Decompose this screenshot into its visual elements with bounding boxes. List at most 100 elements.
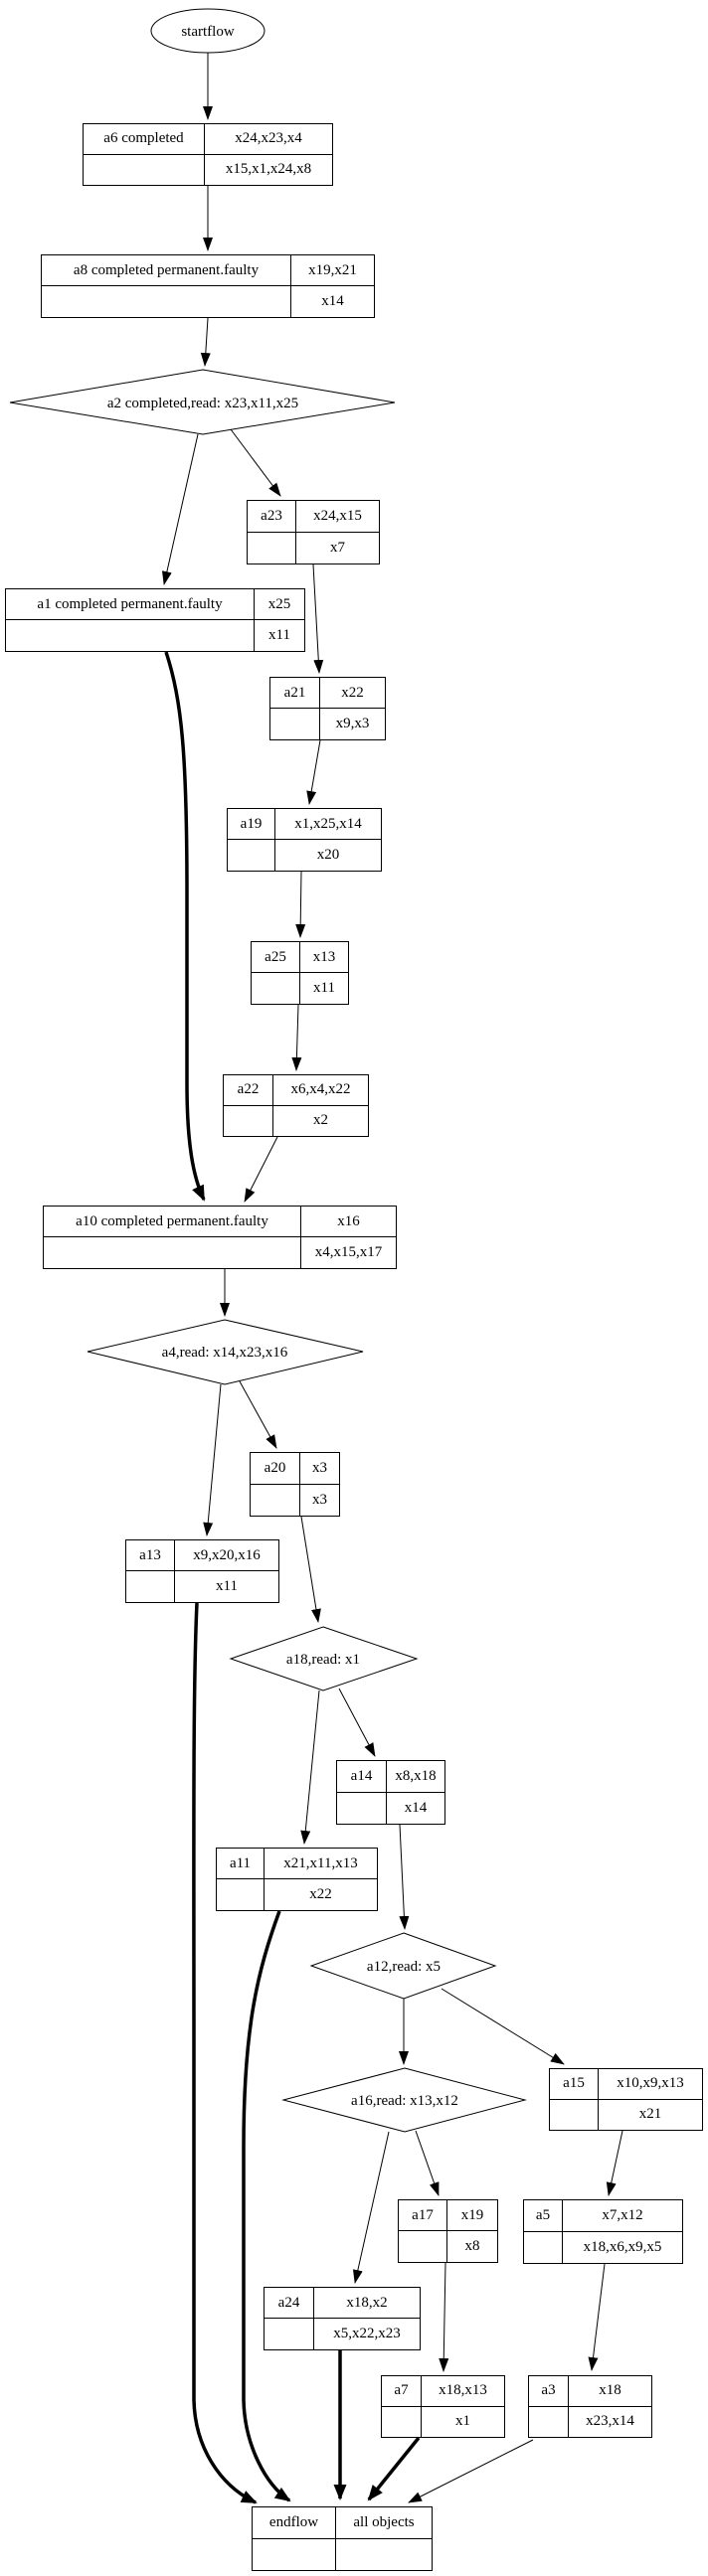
node-a6-top: x24,x23,x4 [205,124,332,155]
node-a13: a13 x9,x20,x16 x11 [125,1539,279,1603]
node-a18-diamond [229,1626,419,1691]
node-a1-name: a1 completed permanent.faulty [6,589,255,620]
node-a17-name: a17 [399,2200,447,2231]
node-a25-top: x13 [300,942,348,973]
node-a13-top: x9,x20,x16 [175,1540,278,1571]
node-a10-bottom: x4,x15,x17 [314,1244,383,1260]
node-a14: a14 x8,x18 x14 [336,1760,445,1825]
edge-a18-a11 [300,1690,320,1845]
edge-a20-a18 [300,1516,321,1623]
node-a1: a1 completed permanent.faulty x25 x11 [5,588,305,652]
node-a25-empty [252,973,300,1004]
node-a6: a6 completed x24,x23,x4 x15,x1,x24,x8 [83,123,333,186]
node-a23-bottom: x7 [330,539,345,556]
node-a8-bottom: x14 [321,293,344,309]
node-a14-top: x8,x18 [387,1761,444,1793]
node-a4-diamond [87,1319,364,1385]
node-startflow-label: startflow [181,24,234,40]
node-a25: a25 x13 x11 [251,941,349,1005]
node-a19-top: x1,x25,x14 [275,809,381,840]
node-a3: a3 x18 x23,x14 [528,2375,652,2438]
node-a14-bottom: x14 [404,1799,428,1816]
node-a6-name: a6 completed [84,124,205,155]
node-a5-top: x7,x12 [563,2200,682,2232]
node-endflow-name: endflow [253,2507,336,2539]
node-a7-name: a7 [382,2376,422,2407]
node-a18-label: a18,read: x1 [286,1652,360,1668]
node-a21-bottom: x9,x3 [335,716,370,731]
edge-a2-a1 [161,433,199,585]
node-a7-top: x18,x13 [422,2376,504,2407]
node-endflow-empty [253,2538,336,2570]
node-a24-name: a24 [265,2288,314,2319]
node-a10-name: a10 completed permanent.faulty [44,1207,301,1237]
edge-a4-a20 [239,1380,277,1449]
edge-a18-a14 [338,1688,376,1757]
node-a3-bottom: x23,x14 [586,2413,634,2430]
node-a23-empty [248,532,296,564]
node-a1-top: x25 [255,589,304,620]
node-a4-label: a4,read: x14,x23,x16 [162,1345,288,1361]
node-a24-bottom: x5,x22,x23 [333,2326,401,2341]
node-a22: a22 x6,x4,x22 x2 [223,1074,369,1137]
node-a15-name: a15 [550,2069,599,2100]
edge-a12-a15 [441,1988,565,2065]
node-a5-name: a5 [524,2200,563,2232]
node-a8-name: a8 completed permanent.faulty [42,255,291,286]
node-a17-top: x19 [447,2200,497,2231]
node-a14-name: a14 [337,1761,387,1793]
node-a17-empty [399,2231,447,2262]
node-a25-bottom: x11 [313,980,335,996]
node-endflow-bottom [336,2539,432,2571]
node-startflow [150,8,266,54]
node-a22-empty [224,1105,273,1136]
node-a23-name: a23 [248,501,296,533]
edge-a16-a24 [352,2131,390,2284]
edge-a25-a22 [291,1004,302,1071]
node-a13-empty [126,1571,175,1602]
node-a14-empty [337,1792,387,1824]
node-a3-name: a3 [529,2376,569,2407]
edge-a11-endflow [242,1910,291,2502]
node-a6-empty [84,154,205,185]
node-a17: a17 x19 x8 [398,2199,498,2263]
node-a3-empty [529,2406,569,2437]
edge-a14-a12 [399,1824,410,1930]
node-a12-label: a12,read: x5 [367,1959,441,1975]
node-a24-top: x18,x2 [314,2288,420,2319]
node-a13-name: a13 [126,1540,175,1571]
node-a11: a11 x21,x11,x13 x22 [216,1848,378,1911]
node-a23-top: x24,x15 [296,501,379,533]
node-a8-empty [42,286,291,317]
node-a7: a7 x18,x13 x1 [381,2375,505,2438]
node-a8: a8 completed permanent.faulty x19,x21 x1… [41,254,375,318]
node-endflow: endflow all objects [252,2506,433,2571]
edge-a4-a13 [203,1383,222,1536]
node-a19-bottom: x20 [316,847,340,863]
edge-a17-a7 [439,2262,449,2372]
node-a2-diamond [9,369,396,435]
node-a11-top: x21,x11,x13 [265,1849,377,1879]
node-a24: a24 x18,x2 x5,x22,x23 [264,2287,421,2350]
node-a12-diamond [309,1932,497,2000]
edge-a13-endflow [192,1602,258,2504]
node-a21-empty [270,709,320,739]
node-a19-name: a19 [228,809,275,840]
edge-a1-a10 [164,651,206,1202]
node-a15-empty [550,2099,599,2130]
node-a11-empty [217,1879,265,1910]
edge-a15-a5 [606,2130,623,2196]
node-a25-name: a25 [252,942,300,973]
node-a13-bottom: x11 [216,1578,238,1594]
edge-a16-a17 [415,2130,440,2196]
node-a7-empty [382,2406,422,2437]
node-a15-bottom: x21 [638,2106,662,2123]
edge-a8-a2 [200,317,211,367]
edge-a3-endflow [408,2439,534,2503]
node-a20-bottom: x3 [312,1491,327,1508]
node-endflow-top: all objects [336,2507,432,2539]
node-a22-bottom: x2 [313,1112,328,1129]
edge-a19-a25 [295,871,306,938]
node-a21: a21 x22 x9,x3 [269,677,386,740]
